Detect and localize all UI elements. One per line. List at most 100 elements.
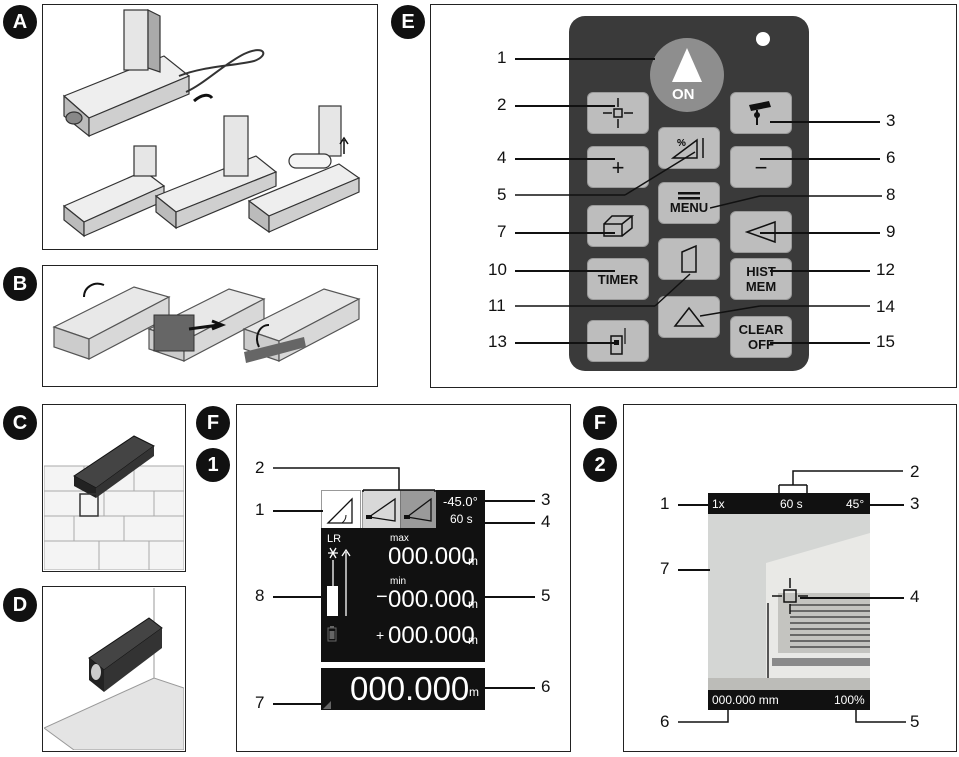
- panel-f1-step: 1: [196, 448, 230, 482]
- e-callout-2: 2: [497, 95, 507, 114]
- f2-callout-4: 4: [910, 587, 920, 606]
- telescope-icon: [749, 101, 771, 125]
- f2-bottom-bar: [708, 690, 870, 710]
- f1-leader-8: [273, 596, 323, 598]
- f2-leader-7: [678, 569, 710, 571]
- e-callout-12: 12: [876, 260, 895, 279]
- f2-callout-2: 2: [910, 462, 920, 481]
- f1-callout-6: 6: [541, 677, 551, 696]
- f1-mode-tab-1[interactable]: [321, 490, 361, 530]
- f2-time: 60 s: [780, 497, 803, 511]
- f1-callout-1: 1: [255, 500, 265, 519]
- f2-callout-6: 6: [660, 712, 670, 731]
- e-leader-12: [770, 270, 870, 272]
- f1-leader-7: [273, 703, 323, 705]
- f1-leader-3: [483, 500, 535, 502]
- f1-main-unit: m: [469, 685, 479, 699]
- f1-main-value: 000.000: [350, 670, 470, 707]
- e-leader-11: [515, 273, 691, 307]
- f1-max-label: max: [390, 533, 409, 544]
- e-callout-11: 11: [488, 296, 506, 315]
- f1-angle: -45.0°: [443, 494, 478, 509]
- f2-leader-1: [678, 504, 710, 506]
- f1-plus-sign: +: [376, 627, 385, 643]
- edge-measure-illustration: [44, 435, 184, 570]
- area-volume-button[interactable]: [587, 205, 649, 247]
- timer-button[interactable]: TIMER: [587, 258, 649, 300]
- e-leader-2: [515, 105, 615, 107]
- e-callout-4: 4: [497, 148, 507, 167]
- f1-mode-tab-3[interactable]: [400, 490, 438, 530]
- e-leader-5: [515, 151, 696, 196]
- f1-max-unit: m: [468, 554, 478, 568]
- f1-lr-label: LR: [327, 533, 342, 545]
- measure-button[interactable]: [587, 320, 649, 362]
- f1-leader-1: [273, 510, 323, 512]
- f2-callout-7: 7: [660, 559, 670, 578]
- panel-b-badge: B: [3, 267, 37, 301]
- wall-area-button[interactable]: [658, 238, 720, 280]
- f2-crosshair-icon: [772, 578, 808, 614]
- on-label: ON: [672, 86, 695, 103]
- e-callout-13: 13: [488, 332, 507, 351]
- f1-callout-7: 7: [255, 693, 265, 712]
- minus-button[interactable]: −: [730, 146, 792, 188]
- f1-leader-4: [483, 522, 535, 524]
- f2-leader-3: [868, 504, 904, 506]
- hist-label: HIST: [746, 264, 776, 279]
- on-button[interactable]: ON: [650, 38, 724, 112]
- e-callout-14: 14: [876, 297, 895, 316]
- laser-dot-icon: [756, 32, 770, 46]
- f2-leader-2: [778, 470, 903, 493]
- panel-f2-step: 2: [583, 448, 617, 482]
- telescope-button[interactable]: [730, 92, 792, 134]
- menu-button[interactable]: MENU: [658, 182, 720, 224]
- f1-min-sign: −: [376, 586, 388, 608]
- e-leader-1: [515, 58, 655, 60]
- e-callout-6: 6: [886, 148, 896, 167]
- panel-e-badge: E: [391, 5, 425, 39]
- e-callout-10: 10: [488, 260, 507, 279]
- triangle-up-icon: [672, 48, 702, 82]
- triangle-button[interactable]: [658, 296, 720, 338]
- f1-time: 60 s: [450, 512, 473, 526]
- f1-main-result: [321, 668, 485, 710]
- belt-clip-illustration: [52, 282, 361, 363]
- f1-callout-2: 2: [255, 458, 265, 477]
- f1-laser-level-icon: [327, 547, 351, 616]
- e-leader-6: [760, 158, 880, 160]
- crosshair-button[interactable]: [587, 92, 649, 134]
- wall-icon: [681, 244, 697, 273]
- f2-callout-1: 1: [660, 494, 670, 513]
- f1-mode-tab-2[interactable]: [362, 490, 402, 530]
- indirect-mode-2-icon: [404, 497, 432, 522]
- percent-label: %: [677, 138, 686, 149]
- off-label: OFF: [748, 337, 774, 352]
- menu-lines-icon: [678, 191, 700, 199]
- battery-icon: [327, 626, 337, 642]
- clear-off-button[interactable]: CLEAR OFF: [730, 316, 792, 358]
- f1-corner-icon: [323, 701, 331, 709]
- e-leader-13: [515, 342, 615, 344]
- f2-zoom: 1x: [712, 497, 725, 511]
- triangle-icon: [673, 306, 705, 327]
- f2-leader-4: [800, 597, 904, 599]
- timer-label: TIMER: [597, 271, 639, 287]
- e-leader-7: [515, 232, 615, 234]
- crosshair-icon: [603, 98, 633, 128]
- indirect-mode-icon: [366, 497, 396, 522]
- e-leader-8: [710, 195, 882, 209]
- f1-leader-6: [482, 687, 535, 689]
- f2-percent: 100%: [834, 693, 865, 707]
- plus-button[interactable]: +: [587, 146, 649, 188]
- hist-mem-button[interactable]: HIST MEM: [730, 258, 792, 300]
- f2-leader-6: [678, 705, 750, 723]
- f1-max-value: 000.000: [388, 543, 475, 570]
- percent-slope-button[interactable]: %: [658, 127, 720, 169]
- e-leader-3: [770, 121, 880, 123]
- f1-leader-2: [273, 467, 436, 492]
- f1-plus-unit: m: [468, 633, 478, 647]
- panel-c-badge: C: [3, 406, 37, 440]
- e-callout-7: 7: [497, 222, 507, 241]
- f1-plus-value: 000.000: [388, 622, 475, 649]
